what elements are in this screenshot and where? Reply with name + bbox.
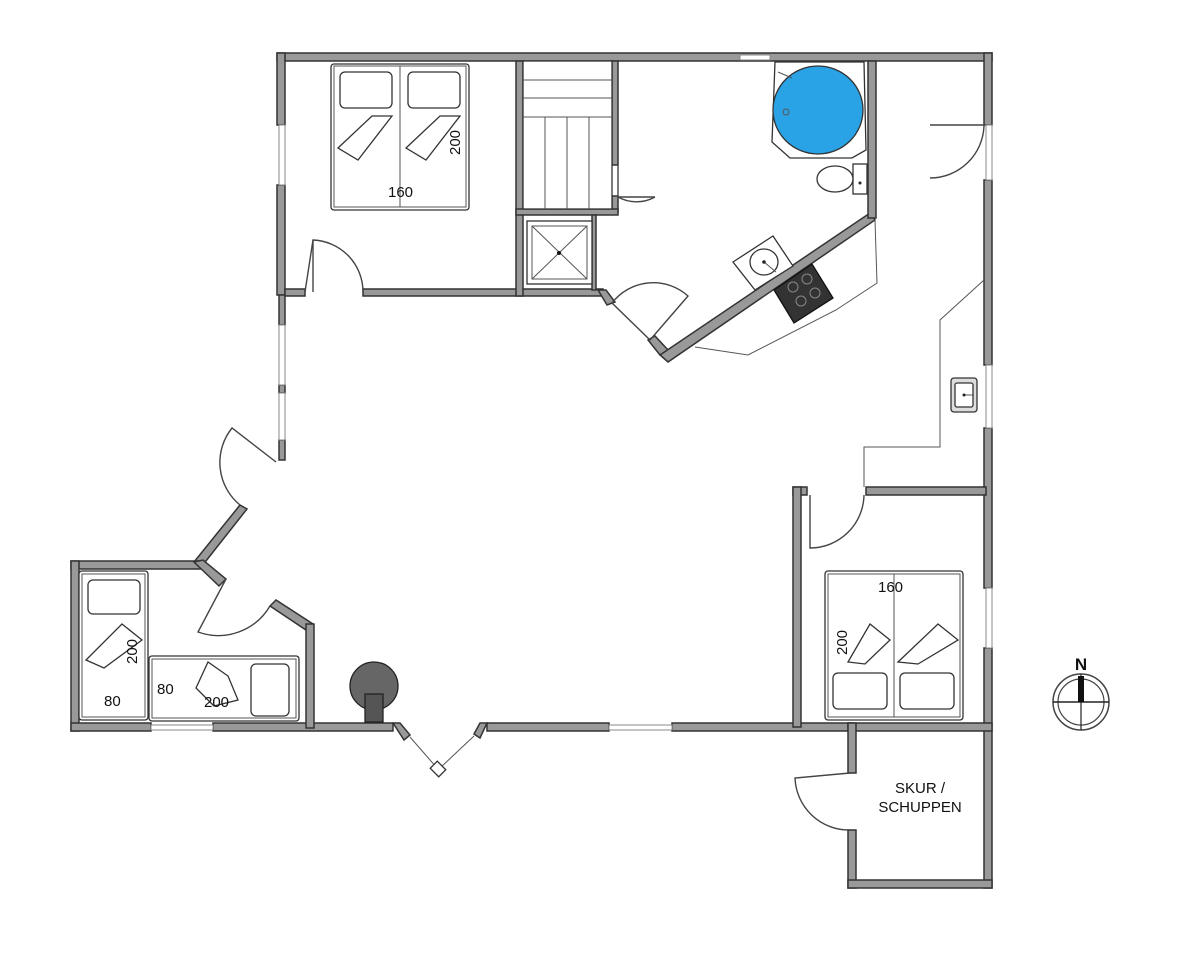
compass-north-label: N: [1075, 655, 1087, 674]
shed-label-line2: SCHUPPEN: [878, 799, 961, 816]
stove-icon: [773, 263, 834, 324]
bed-left-b-length-label: 200: [204, 694, 229, 711]
fireplace-icon: [349, 661, 399, 723]
shed-label-line1: SKUR /: [895, 780, 946, 797]
bed-top-width-label: 160: [388, 184, 413, 201]
bed-left-vertical: 80 200: [78, 570, 149, 721]
windows: [150, 54, 993, 778]
staircase: [522, 60, 613, 210]
bed-left-a-width-label: 80: [104, 693, 121, 710]
bed-right-width-label: 160: [878, 579, 903, 596]
toilet-icon: [816, 163, 868, 195]
bed-left-a-length-label: 200: [124, 639, 141, 664]
bed-right-length-label: 200: [834, 630, 851, 655]
kitchen-counter: [694, 219, 878, 356]
shower-icon: [526, 220, 593, 285]
bed-left-horizontal: 80 200: [148, 655, 300, 722]
washbasin-icon: [732, 235, 794, 291]
bed-right: 160 200: [824, 570, 964, 721]
doors: [197, 124, 985, 831]
bed-left-b-width-label: 80: [157, 681, 174, 698]
sink-icon: [950, 377, 978, 413]
bed-top: 160 200: [330, 63, 470, 211]
compass-icon: N: [1052, 655, 1110, 731]
bed-top-length-label: 200: [447, 130, 464, 155]
bathtub-icon: [771, 61, 867, 159]
